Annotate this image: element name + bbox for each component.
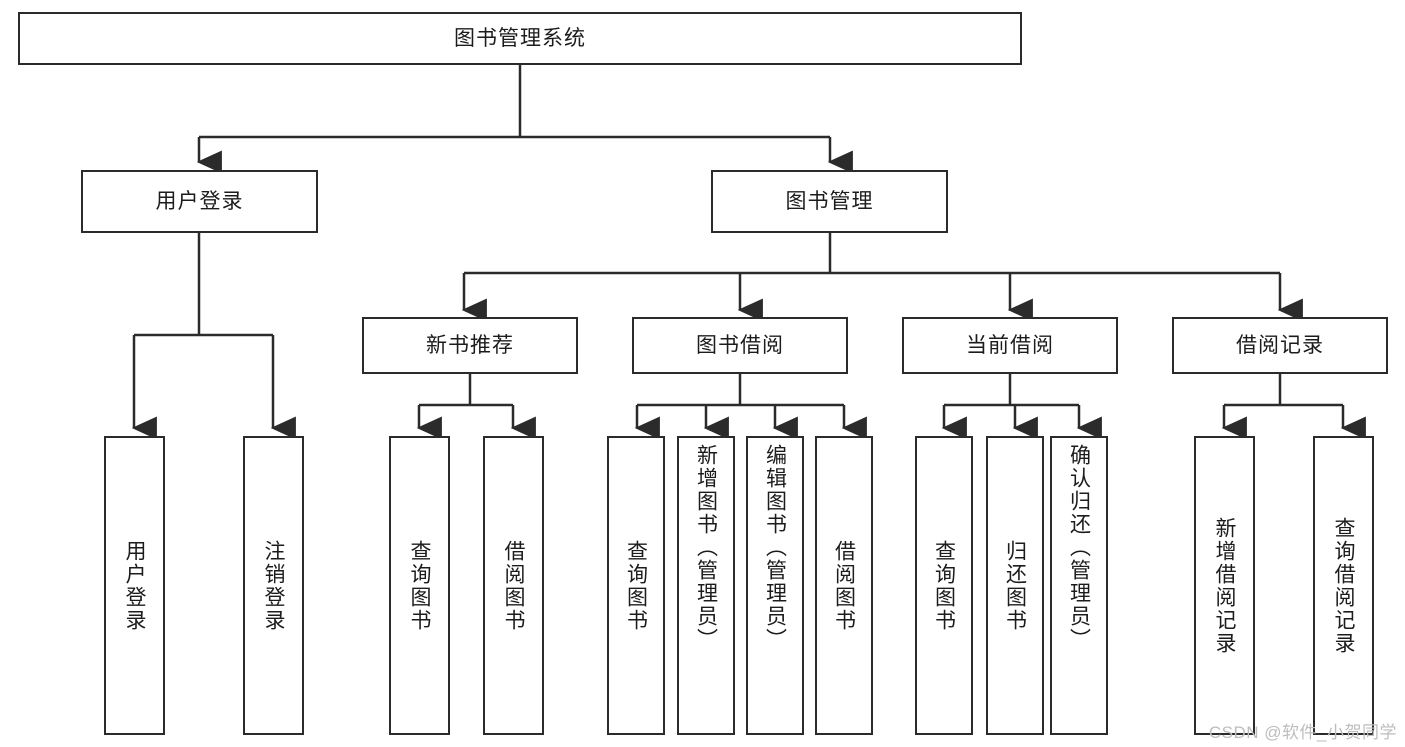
node-new-book-recommend[interactable]: 新书推荐 [362, 317, 578, 374]
node-book-management[interactable]: 图书管理 [711, 170, 948, 233]
leaf-borrow-record-add[interactable]: 新增借阅记录 [1194, 436, 1255, 735]
node-root-label: 图书管理系统 [454, 26, 586, 50]
leaf-label: 归还图书 [1003, 539, 1027, 632]
node-book-borrow[interactable]: 图书借阅 [632, 317, 848, 374]
leaf-label: 确认归还（管理员） [1067, 444, 1091, 651]
leaf-new-book-query[interactable]: 查询图书 [389, 436, 450, 735]
leaf-label: 查询图书 [932, 539, 956, 632]
leaf-label: 查询图书 [408, 539, 431, 632]
watermark: CSDN @软件_小贺同学 [1208, 723, 1397, 742]
leaf-new-book-borrow[interactable]: 借阅图书 [483, 436, 544, 735]
node-borrow-record-label: 借阅记录 [1236, 333, 1324, 357]
leaf-borrow-record-query[interactable]: 查询借阅记录 [1313, 436, 1374, 735]
node-root[interactable]: 图书管理系统 [18, 12, 1022, 65]
node-current-borrow[interactable]: 当前借阅 [902, 317, 1118, 374]
leaf-book-borrow-add[interactable]: 新增图书（管理员） [677, 436, 735, 735]
leaf-user-login-login[interactable]: 用户登录 [104, 436, 165, 735]
leaf-label: 查询借阅记录 [1332, 516, 1355, 655]
node-user-login[interactable]: 用户登录 [81, 170, 318, 233]
leaf-label: 用户登录 [123, 539, 146, 632]
leaf-book-borrow-query[interactable]: 查询图书 [607, 436, 665, 735]
leaf-label: 查询图书 [624, 539, 648, 632]
leaf-current-borrow-return[interactable]: 归还图书 [986, 436, 1044, 735]
leaf-current-borrow-query[interactable]: 查询图书 [915, 436, 973, 735]
leaf-label: 新增借阅记录 [1213, 516, 1236, 655]
leaf-book-borrow-edit[interactable]: 编辑图书（管理员） [746, 436, 804, 735]
leaf-label: 借阅图书 [502, 539, 525, 632]
leaf-label: 新增图书（管理员） [694, 444, 718, 651]
node-current-borrow-label: 当前借阅 [966, 333, 1054, 357]
leaf-label: 注销登录 [262, 539, 285, 632]
leaf-book-borrow-borrow[interactable]: 借阅图书 [815, 436, 873, 735]
leaf-label: 借阅图书 [832, 539, 856, 632]
node-new-book-recommend-label: 新书推荐 [426, 333, 514, 357]
leaf-label: 编辑图书（管理员） [763, 444, 787, 651]
node-book-management-label: 图书管理 [785, 189, 874, 213]
leaf-current-borrow-confirm[interactable]: 确认归还（管理员） [1050, 436, 1108, 735]
leaf-user-login-logout[interactable]: 注销登录 [243, 436, 304, 735]
node-borrow-record[interactable]: 借阅记录 [1172, 317, 1388, 374]
node-book-borrow-label: 图书借阅 [696, 333, 784, 357]
node-user-login-label: 用户登录 [155, 189, 244, 213]
